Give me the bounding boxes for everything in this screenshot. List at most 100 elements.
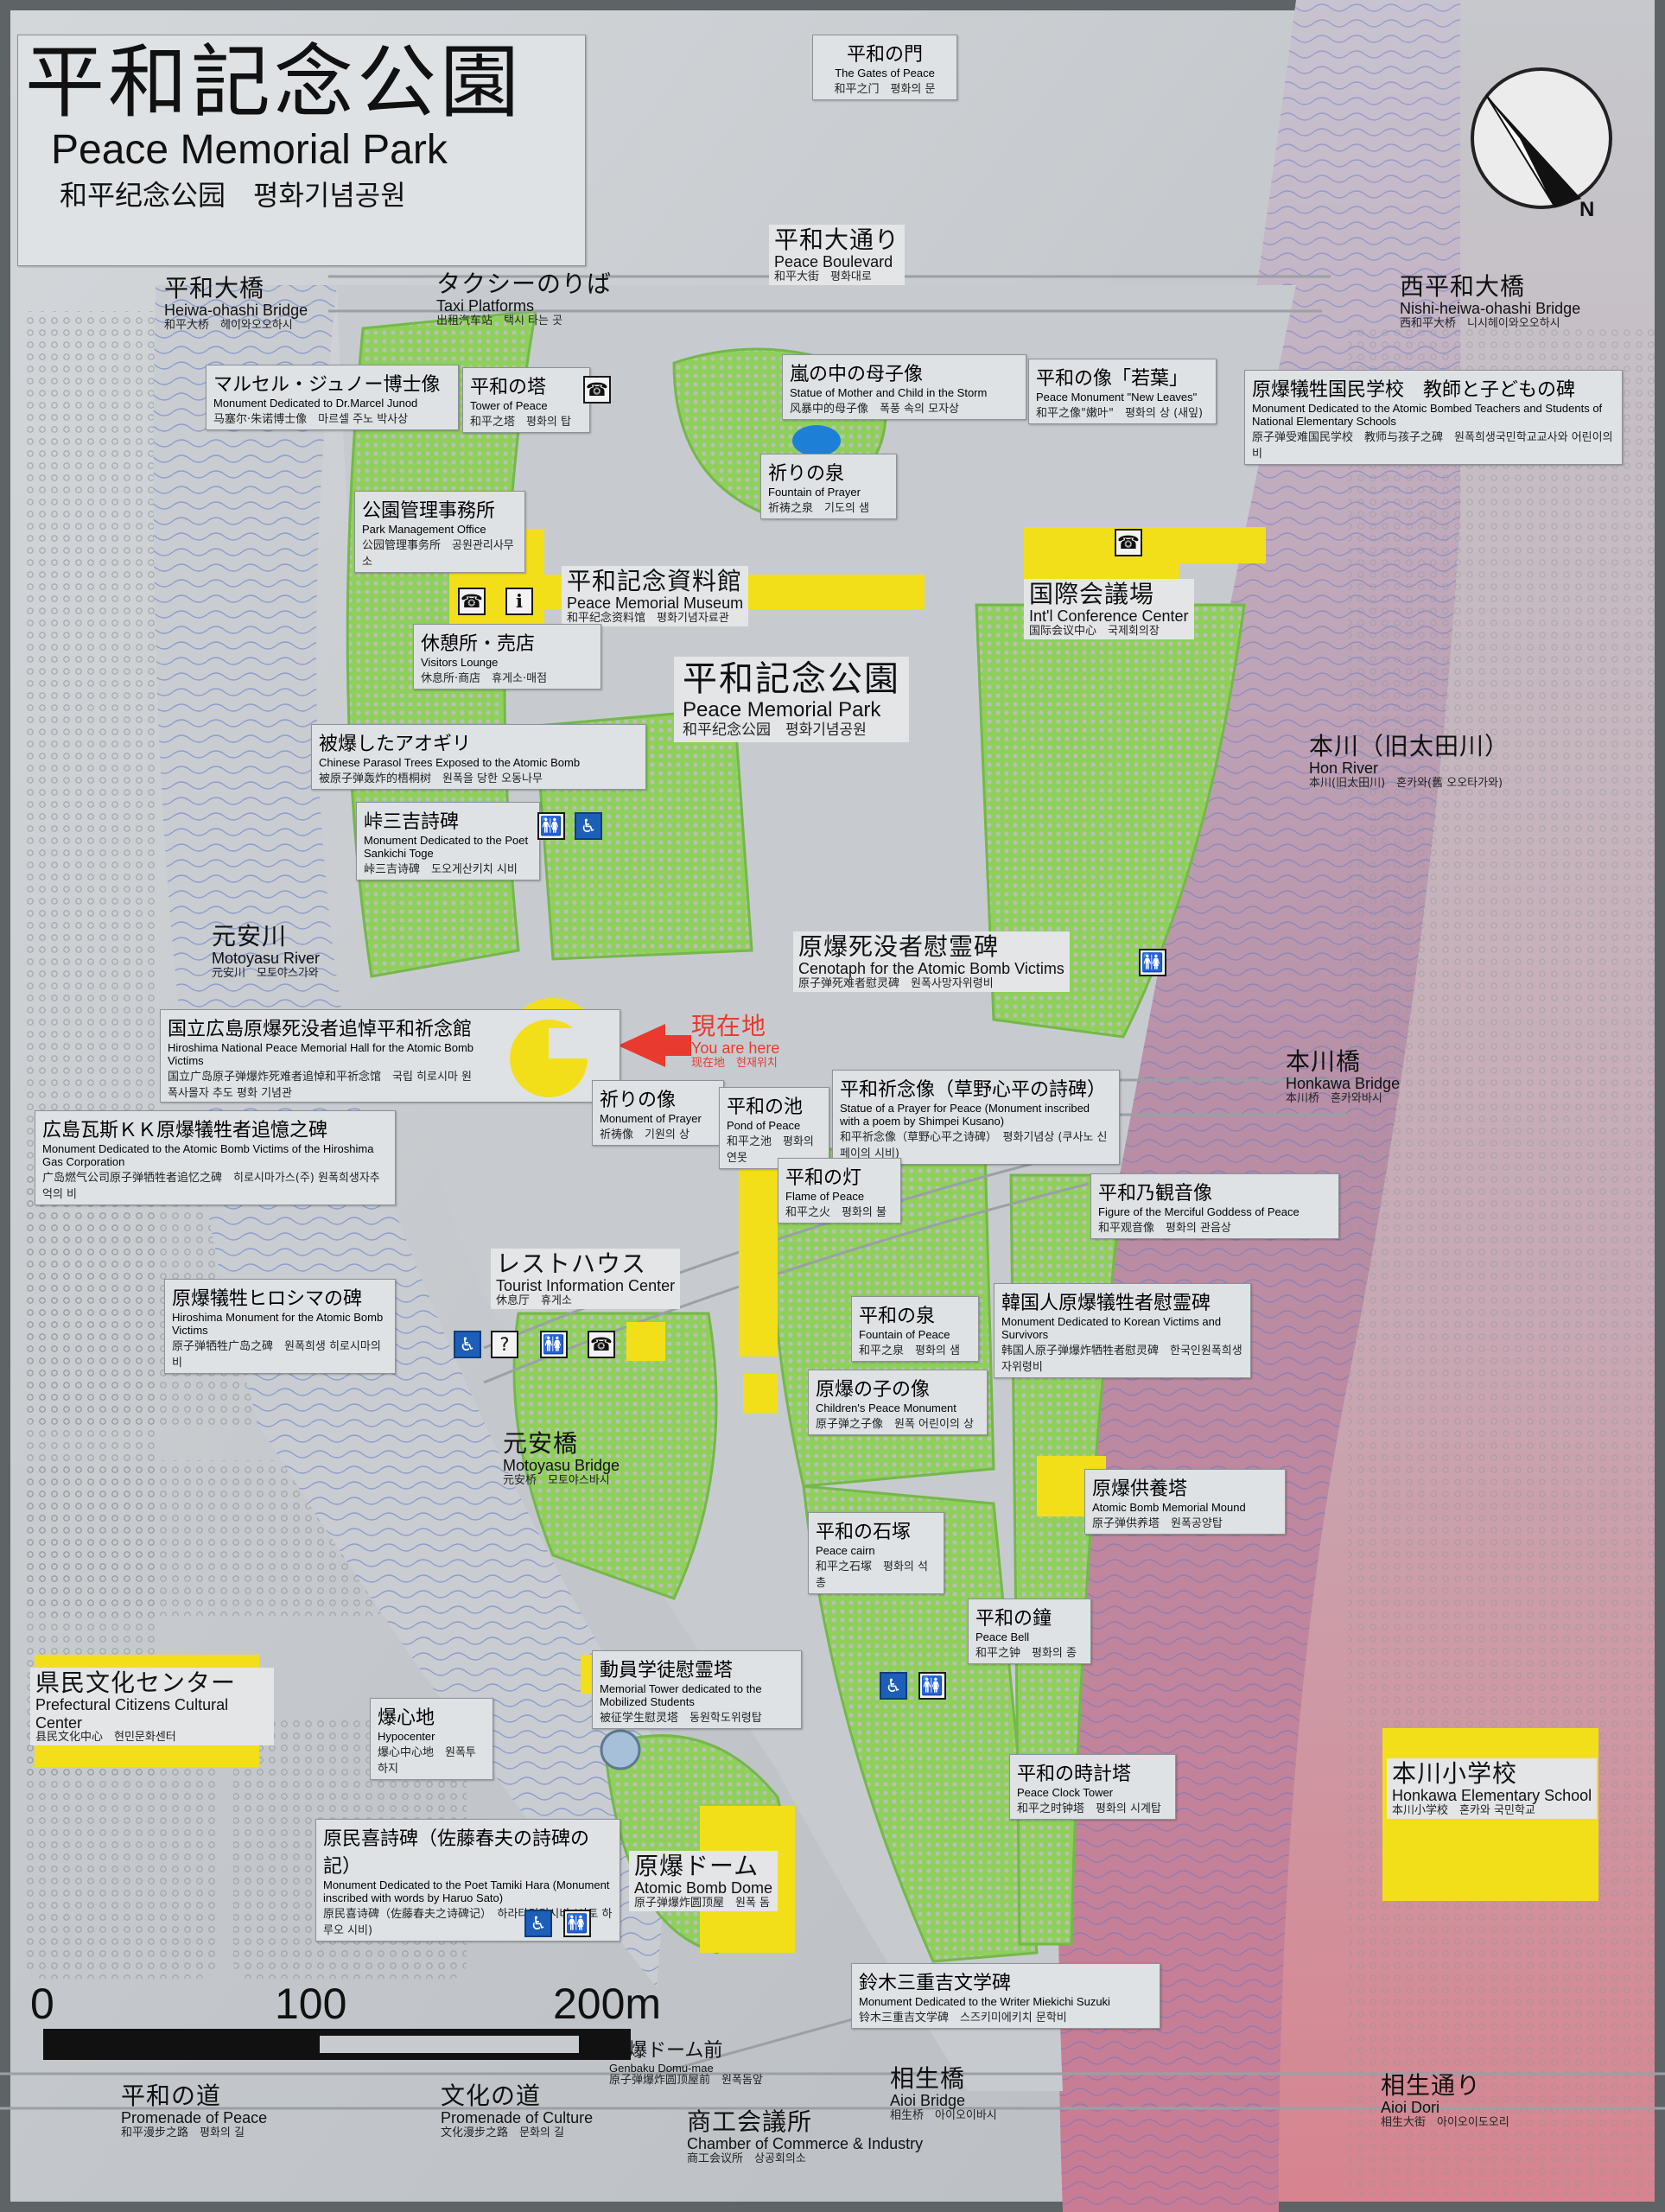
label-heiwa-bridge: 平和大橋 Heiwa-ohashi Bridge 和平大桥 헤이와오오하시 [164,275,308,332]
label-toge: 峠三吉詩碑 Monument Dedicated to the Poet San… [356,802,540,880]
hall-pie-marker [510,1020,588,1097]
label-visitors-lounge: 休憩所・売店 Visitors Lounge 休息所·商店 휴게소·매점 [413,624,601,690]
info-icon: ℹ [505,588,533,615]
label-en: Promenade of Peace [121,2109,268,2127]
scale-end: 200m [553,1980,662,2028]
label-fountain-peace: 平和の泉 Fountain of Peace 和平之泉 평화의 샘 [851,1296,979,1362]
fountain-pool [792,425,841,456]
label-teachers: 原爆犠牲国民学校 教師と子どもの碑 Monument Dedicated to … [1244,370,1623,465]
label-en: Peace Monument "New Leaves" [1036,391,1198,404]
label-en: Peace Memorial Park [683,697,881,721]
label-storm-statue: 嵐の中の母子像 Statue of Mother and Child in th… [782,354,1026,420]
label-ja: 平和の時計塔 [1017,1764,1132,1785]
label-sub: 和平大桥 헤이와오오하시 [164,318,293,332]
label-resthouse: レストハウス Tourist Information Center 休息厅 휴게… [491,1249,681,1310]
scale-zero: 0 [30,1980,54,2028]
label-park-office: 公園管理事務所 Park Management Office 公园管理事务所 공… [354,491,525,573]
label-sub: 被征学生慰灵塔 동원학도위령탑 [600,1712,762,1725]
label-sub: 本川(旧太田川) 혼카와(舊 오오타가와) [1309,776,1503,790]
label-en: Memorial Tower dedicated to the Mobilize… [600,1682,762,1708]
label-en: Monument Dedicated to Korean Victims and… [1001,1315,1222,1341]
label-en: Statue of Mother and Child in the Storm [790,386,988,399]
label-hon-river: 本川（旧太田川） Hon River 本川(旧太田川) 혼카와(舊 오오타가와) [1309,733,1509,790]
label-sub: 原子弹牺牲广岛之碑 원폭희생 히로시마의 비 [172,1340,381,1370]
label-en: You are here [691,1039,780,1058]
label-gas-monument: 広島瓦斯ＫＫ原爆犠牲者追憶之碑 Monument Dedicated to th… [35,1110,396,1205]
label-sub: 国际会议中心 국제회의장 [1029,624,1160,638]
compass-north-label: N [1579,198,1595,221]
telephone-icon: ☎ [1115,529,1142,556]
label-motoyasu-river: 元安川 Motoyasu River 元安川 모토야스가와 [212,923,320,980]
label-ja: 嵐の中の母子像 [790,364,924,385]
label-promenade-culture: 文化の道 Promenade of Culture 文化漫步之路 문화의 길 [441,2082,593,2139]
label-ja: 平和大通り [774,226,900,254]
label-en: Chamber of Commerce & Industry [687,2135,924,2153]
label-en: Atomic Bomb Dome [634,1879,773,1897]
label-sub: 和平之时钟塔 평화의 시계탑 [1017,1802,1161,1815]
page-title-zh-ko: 和平纪念公园 평화기념공원 [60,179,406,213]
label-en: Peace Boulevard [774,253,893,271]
label-ja: 爆心地 [378,1707,435,1729]
wheelchair-icon: ♿ [454,1331,481,1358]
label-children-monument: 原爆の子の像 Children's Peace Monument 原子弹之子像 … [808,1370,988,1435]
restroom-icon: 🚻 [540,1331,568,1358]
label-sub: 原子弹爆炸圆顶屋前 원폭돔앞 [609,2074,763,2088]
label-en: Honkawa Elementary School [1392,1787,1592,1805]
label-ja: 平和の道 [121,2082,222,2110]
label-ja: マルセル・ジュノー博士像 [213,374,441,396]
label-hypocenter: 爆心地 Hypocenter 爆心中心地 원폭투하지 [370,1698,493,1780]
label-prayer-monument: 祈りの像 Monument of Prayer 祈祷像 기원의 상 [592,1080,724,1146]
label-ja: 商工会議所 [687,2107,813,2136]
label-sub: 原子弹之子像 원폭 어린이의 상 [816,1418,974,1431]
label-en: Monument of Prayer [600,1112,702,1125]
label-en: Fountain of Peace [859,1328,950,1341]
label-sub: 和平之塔 평화의 탑 [470,416,571,429]
label-aioi-dori: 相生通り Aioi Dori 相生大街 아이오이도오리 [1381,2072,1509,2129]
label-sub: 和平祈念像（草野心平之诗碑） 평화기념상 (쿠사노 신페이의 시비) [840,1131,1108,1160]
label-cenotaph: 原爆死没者慰霊碑 Cenotaph for the Atomic Bomb Vi… [793,931,1070,993]
label-honkawa-bridge: 本川橋 Honkawa Bridge 本川桥 혼카와바시 [1286,1048,1400,1105]
label-clock-tower: 平和の時計塔 Peace Clock Tower 和平之时钟塔 평화의 시계탑 [1009,1754,1176,1820]
restroom-icon: 🚻 [918,1672,946,1700]
label-pond-of-peace: 平和の池 Pond of Peace 和平之池 평화의 연못 [719,1087,829,1169]
label-ja: レストハウス [496,1249,647,1278]
label-en: Pond of Peace [727,1119,801,1132]
label-en: Flame of Peace [785,1190,865,1203]
label-atomic-dome: 原爆ドーム Atomic Bomb Dome 原子弹爆炸圆顶屋 원폭 돔 [629,1851,778,1912]
label-peace-bell: 平和の鐘 Peace Bell 和平之钟 평화의 종 [968,1599,1091,1664]
label-en: Genbaku Domu-mae [609,2061,714,2075]
label-sub: 广岛燃气公司原子弹牺牲者追忆之碑 히로시마가스(주) 원폭희생자추억의 비 [42,1172,380,1201]
label-en: Hypocenter [378,1730,435,1743]
label-fountain-prayer: 祈りの泉 Fountain of Prayer 祈祷之泉 기도의 샘 [760,454,897,519]
label-promenade-peace: 平和の道 Promenade of Peace 和平漫步之路 평화의 길 [121,2082,267,2139]
you-are-here-marker [618,1024,691,1067]
label-sub: 风暴中的母子像 폭풍 속의 모자상 [790,403,959,416]
wheelchair-icon: ♿ [575,812,602,840]
label-gates-of-peace: 平和の門 The Gates of Peace 和平之门 평화의 문 [812,35,957,100]
label-ja: 広島瓦斯ＫＫ原爆犠牲者追憶之碑 [42,1120,328,1141]
label-ja: 平和記念資料館 [567,567,743,595]
label-sub: 和平之泉 평화의 샘 [859,1344,960,1357]
label-ja: 相生通り [1381,2071,1482,2100]
label-sub: 本川小学校 혼카와 국민학교 [1392,1803,1535,1817]
restroom-icon: 🚻 [537,812,565,840]
label-ja: 本川（旧太田川） [1309,732,1510,760]
label-en: Statue of a Prayer for Peace (Monument i… [840,1102,1090,1128]
label-sub: 原子弹死难者慰灵碑 원폭사망자위령비 [798,976,994,990]
label-museum: 平和記念資料館 Peace Memorial Museum 和平纪念资料馆 평화… [562,566,749,627]
label-sub: 原子弹供养塔 원폭공양탑 [1092,1517,1223,1530]
restroom-icon: 🚻 [563,1910,591,1937]
label-ja: 原爆犠牲ヒロシマの碑 [172,1288,363,1310]
label-ja: 西平和大橋 [1400,272,1526,301]
label-sub: 和平之火 평화의 불 [785,1206,887,1219]
label-sub: 和平纪念公园 평화기념공원 [683,721,867,739]
label-ja: 相生橋 [890,2064,966,2093]
label-ja: 動員学徒慰霊塔 [600,1660,734,1681]
compass [1471,67,1612,209]
label-ja: 現在地 [691,1012,767,1040]
label-ja: 鈴木三重吉文学碑 [859,1973,1012,1994]
label-en: Int'l Conference Center [1029,607,1189,626]
label-ja: タクシーのりば [436,270,613,298]
label-sub: 西和平大桥 니시헤이와오오하시 [1400,316,1560,330]
label-suzuki: 鈴木三重吉文学碑 Monument Dedicated to the Write… [851,1963,1160,2029]
